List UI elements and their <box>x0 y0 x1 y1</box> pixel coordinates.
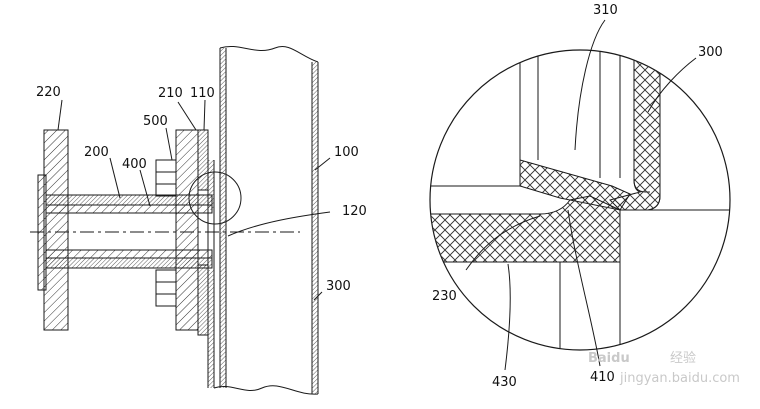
pipe-200-bottom <box>45 257 213 269</box>
label-430: 430 <box>492 375 517 390</box>
label-100: 100 <box>334 145 359 160</box>
label-230: 230 <box>432 289 457 304</box>
wall-right <box>311 62 319 394</box>
wall-left <box>207 48 227 388</box>
label-220: 220 <box>36 85 61 100</box>
flange-210 <box>175 129 199 331</box>
label-210: 210 <box>158 86 183 101</box>
watermark-url: jingyan.baidu.com <box>619 371 740 386</box>
detail-view <box>429 19 731 371</box>
watermark-brand: Baidu <box>588 351 630 366</box>
label-300-right: 300 <box>698 45 723 60</box>
label-200: 200 <box>84 145 109 160</box>
watermark-sub: 经验 <box>670 350 696 366</box>
label-120: 120 <box>342 204 367 219</box>
label-310: 310 <box>593 3 618 18</box>
left-section-view <box>30 46 331 395</box>
label-500: 500 <box>143 114 168 129</box>
pipe-200-top <box>45 194 213 206</box>
label-410: 410 <box>590 370 615 385</box>
label-400: 400 <box>122 157 147 172</box>
baidu-watermark: Baidu 经验 jingyan.baidu.com <box>588 350 740 386</box>
label-300-left: 300 <box>326 279 351 294</box>
flange-220 <box>43 129 69 331</box>
label-110: 110 <box>190 86 215 101</box>
